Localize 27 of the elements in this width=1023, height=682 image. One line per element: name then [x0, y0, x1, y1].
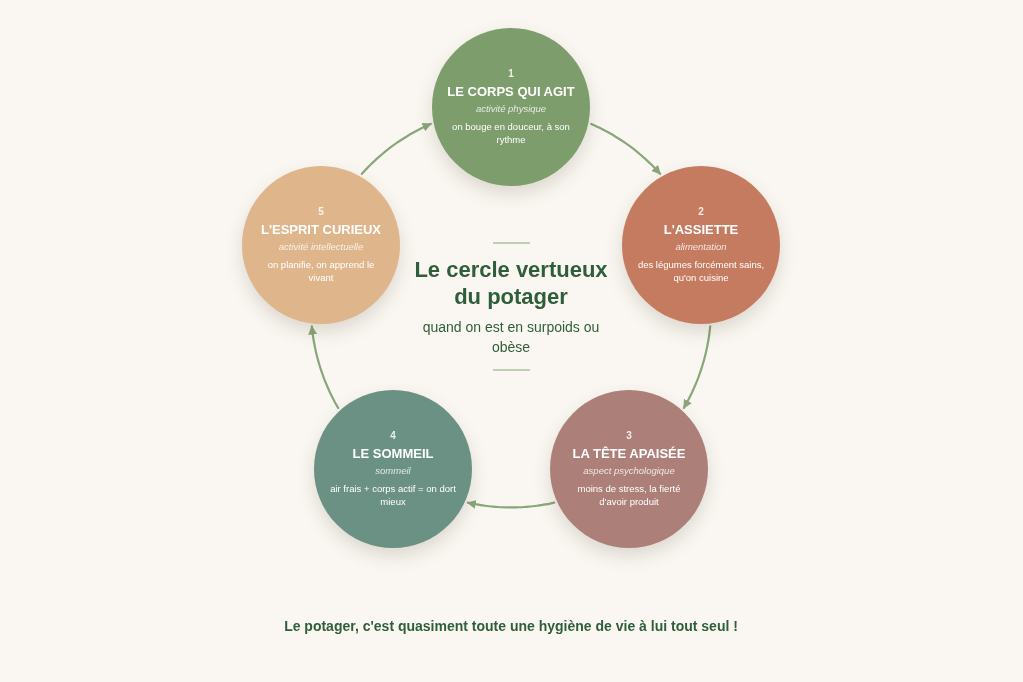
- step-number: 2: [698, 206, 704, 217]
- step-description: on planifie, on apprend le vivant: [266, 258, 376, 284]
- diagram-title: Le cercle vertueux du potager: [413, 256, 609, 310]
- step-category: alimentation: [674, 241, 728, 252]
- step-number: 3: [626, 430, 632, 441]
- step-category: activité intellectuelle: [277, 241, 365, 252]
- step-number: 1: [508, 68, 514, 79]
- subtitle: quand on est en surpoids ou obèse: [421, 318, 601, 357]
- step-category: aspect psychologique: [582, 465, 676, 476]
- step-description: air frais + corps actif = on dort mieux: [329, 482, 457, 508]
- arrow: [466, 500, 556, 509]
- step-number: 4: [390, 430, 396, 441]
- step-description: moins de stress, la fierté d'avoir produit: [576, 482, 682, 508]
- step-category: sommeil: [374, 465, 412, 476]
- step-title: LE SOMMEIL: [351, 446, 435, 461]
- step-description: on bouge en douceur, à son rythme: [451, 120, 571, 146]
- arrow: [308, 325, 340, 410]
- step-category: activité physique: [474, 103, 548, 114]
- step-title: L'ESPRIT CURIEUX: [259, 222, 383, 237]
- step-description: des légumes forcément sains, qu'on cuisine: [636, 258, 766, 284]
- caption: Le potager, c'est quasiment toute une hygiène de vie à lui tout seul !: [284, 618, 738, 634]
- step-title: L'ASSIETTE: [662, 222, 740, 237]
- step-title: LA TÊTE APAISÉE: [571, 446, 687, 461]
- arrow: [682, 325, 712, 410]
- arrow: [590, 122, 662, 175]
- step-number: 5: [318, 206, 324, 217]
- step-title: LE CORPS QUI AGIT: [447, 84, 575, 99]
